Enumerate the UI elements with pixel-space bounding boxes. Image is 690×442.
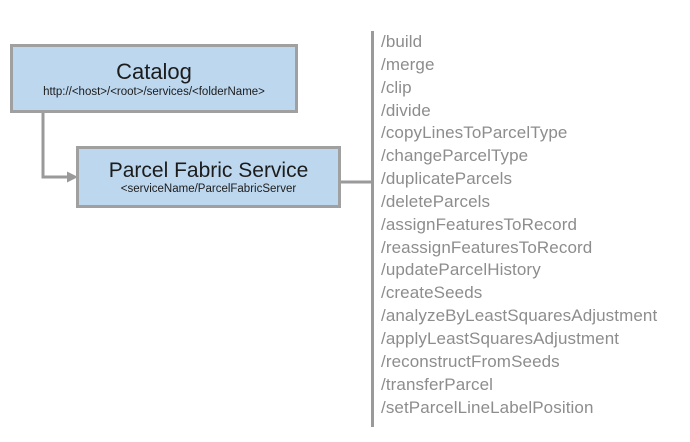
operation-item[interactable]: /updateParcelHistory <box>381 260 541 280</box>
node-parcel-fabric-service-title: Parcel Fabric Service <box>108 158 309 182</box>
operations-list: /build/merge/clip/divide/copyLinesToParc… <box>371 31 686 427</box>
node-catalog-title: Catalog <box>116 59 192 85</box>
operation-item[interactable]: /assignFeaturesToRecord <box>381 214 578 234</box>
operation-item[interactable]: /deleteParcels <box>381 191 491 211</box>
operation-item[interactable]: /changeParcelType <box>381 146 529 166</box>
operation-item[interactable]: /createSeeds <box>381 283 483 303</box>
node-parcel-fabric-service: Parcel Fabric Service <serviceName/Parce… <box>76 146 341 208</box>
operation-item[interactable]: /copyLinesToParcelType <box>381 123 568 143</box>
operation-item[interactable]: /build <box>381 32 423 51</box>
node-catalog-subtitle: http://<host>/<root>/services/<folderNam… <box>43 86 265 99</box>
node-catalog: Catalog http://<host>/<root>/services/<f… <box>10 44 298 113</box>
operation-item[interactable]: /reconstructFromSeeds <box>381 351 560 371</box>
operation-item[interactable]: /merge <box>381 54 435 74</box>
connector-catalog-to-service <box>41 113 67 179</box>
operation-item[interactable]: /clip <box>381 77 412 97</box>
node-parcel-fabric-service-subtitle: <serviceName/ParcelFabricServer <box>120 182 297 195</box>
operation-item[interactable]: /analyzeByLeastSquaresAdjustment <box>381 306 658 326</box>
operation-item[interactable]: /transferParcel <box>381 374 494 394</box>
operation-item[interactable]: /reassignFeaturesToRecord <box>381 237 593 257</box>
operation-item[interactable]: /divide <box>381 100 431 120</box>
operation-item[interactable]: /setParcelLineLabelPosition <box>381 397 594 417</box>
operation-item[interactable]: /duplicateParcels <box>381 169 513 189</box>
operation-item[interactable]: /applyLeastSquaresAdjustment <box>381 328 620 348</box>
